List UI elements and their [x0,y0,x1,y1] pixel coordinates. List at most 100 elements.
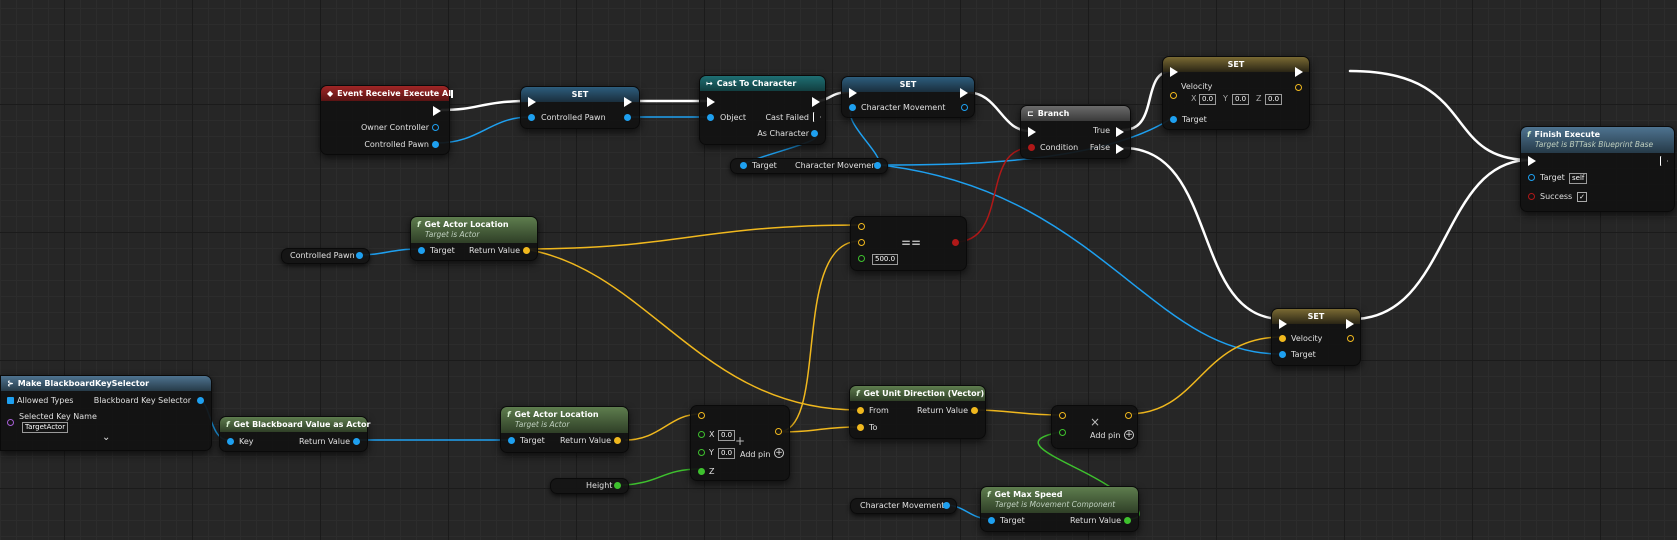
from-input-pin[interactable] [857,407,864,414]
true-exec-pin[interactable] [1116,127,1124,137]
a-input-pin[interactable] [1059,412,1066,419]
return-value-pin[interactable] [952,239,959,246]
false-exec-pin[interactable] [1116,144,1124,154]
exec-output-pin[interactable] [433,106,441,116]
set-character-movement-node[interactable]: SET Character Movement [841,76,975,118]
return-value-pin[interactable] [1124,517,1131,524]
height-variable-node[interactable]: Height [550,478,629,494]
character-movement-getter-node[interactable]: Target Character Movement [730,158,888,174]
exec-input-pin[interactable] [1170,67,1178,77]
velocity-output-pin[interactable] [1347,335,1354,342]
controlled-pawn-output-pin[interactable] [356,252,363,259]
add-vector-node[interactable]: X 0.0 Y 0.0 Z + Add pin + [690,405,790,481]
exec-input-pin[interactable] [1279,319,1287,329]
velocity-x-field[interactable]: 0.0 [1199,94,1217,105]
tolerance-field[interactable]: 500.0 [872,254,899,265]
owner-controller-pin[interactable] [432,124,439,131]
velocity-input-pin[interactable] [1279,335,1286,342]
velocity-z-field[interactable]: 0.0 [1265,94,1283,105]
blackboard-key-selector-pin[interactable] [197,397,204,404]
return-value-pin[interactable] [353,438,360,445]
as-character-pin[interactable] [811,130,818,137]
success-checkbox[interactable]: ✓ [1577,192,1587,202]
controlled-pawn-variable-node[interactable]: Controlled Pawn [281,248,370,264]
cast-failed-exec-pin[interactable] [813,112,821,122]
to-input-pin[interactable] [857,424,864,431]
a-input-pin[interactable] [858,223,865,230]
make-blackboard-key-selector-node[interactable]: ⊱Make BlackboardKeySelector Allowed Type… [0,375,212,451]
add-pin-icon[interactable]: + [774,448,784,458]
equal-vector-node[interactable]: 500.0 == [850,216,967,271]
expand-chevron-icon[interactable]: ⌄ [102,432,111,443]
y-field[interactable]: 0.0 [718,448,736,459]
target-input-pin[interactable] [1170,116,1177,123]
x-field[interactable]: 0.0 [718,430,736,441]
branch-node[interactable]: ⊏Branch True Condition False [1020,105,1131,159]
selected-key-name-pin[interactable] [7,419,14,426]
add-pin-label[interactable]: Add pin [740,450,771,459]
add-pin-icon[interactable]: + [1124,430,1134,440]
condition-pin[interactable] [1028,144,1035,151]
target-input-pin[interactable] [1528,174,1535,181]
character-movement-output-pin[interactable] [961,104,968,111]
exec-input-pin[interactable] [707,97,715,107]
target-input-pin[interactable] [1279,351,1286,358]
exec-output-pin[interactable] [812,97,820,107]
exec-output-pin[interactable] [624,97,632,107]
height-output-pin[interactable] [614,482,621,489]
b-input-pin[interactable] [1059,429,1066,436]
event-receive-execute-ai-node[interactable]: ◆Event Receive Execute AI Owner Controll… [320,85,454,155]
velocity-y-field[interactable]: 0.0 [1232,94,1250,105]
return-value-pin[interactable] [775,428,782,435]
exec-output-pin[interactable] [960,88,968,98]
selected-key-name-field[interactable]: TargetActor [22,422,69,433]
character-movement-variable-node[interactable]: Character Movement [850,498,957,514]
velocity-input-pin[interactable] [1170,92,1177,99]
controlled-pawn-pin[interactable] [432,141,439,148]
controlled-pawn-input-pin[interactable] [528,114,535,121]
return-value-pin[interactable] [614,437,621,444]
set-velocity-bottom-node[interactable]: SET Velocity Target [1271,308,1361,366]
exec-input-pin[interactable] [849,88,857,98]
success-input-pin[interactable] [1528,193,1535,200]
character-movement-output-pin[interactable] [874,162,881,169]
return-value-pin[interactable] [523,247,530,254]
target-input-pin[interactable] [508,437,515,444]
exec-output-pin[interactable] [1295,67,1303,77]
cast-to-character-node[interactable]: ↦Cast To Character Object Cast Failed As… [699,75,826,145]
return-value-pin[interactable] [1125,412,1132,419]
return-value-pin[interactable] [971,407,978,414]
x-input-pin[interactable] [698,431,705,438]
target-input-pin[interactable] [418,247,425,254]
target-input-pin[interactable] [740,162,747,169]
exec-output-pin[interactable] [1346,319,1354,329]
object-input-pin[interactable] [707,114,714,121]
exec-input-pin[interactable] [1028,127,1036,137]
y-input-pin[interactable] [698,449,705,456]
multiply-node[interactable]: × Add pin + [1051,405,1138,449]
add-pin-label[interactable]: Add pin [1090,431,1121,440]
controlled-pawn-output-pin[interactable] [624,114,631,121]
character-movement-output-pin[interactable] [943,502,950,509]
key-input-pin[interactable] [227,438,234,445]
target-input-pin[interactable] [988,517,995,524]
exec-input-pin[interactable] [528,97,536,107]
allowed-types-pin[interactable] [7,397,14,404]
target-self-field[interactable]: self [1569,173,1588,184]
b-input-pin[interactable] [858,239,865,246]
tolerance-input-pin[interactable] [858,255,865,262]
set-controlled-pawn-node[interactable]: SET Controlled Pawn [520,86,640,129]
a-input-pin[interactable] [698,412,705,419]
exec-input-pin[interactable] [1528,156,1536,166]
z-input-pin[interactable] [698,468,705,475]
set-velocity-top-node[interactable]: SET Velocity X 0.0 Y 0.0 Z 0.0 Target [1162,56,1310,130]
exec-output-pin[interactable] [1660,156,1668,166]
character-movement-input-pin[interactable] [849,104,856,111]
velocity-output-pin[interactable] [1295,84,1302,91]
